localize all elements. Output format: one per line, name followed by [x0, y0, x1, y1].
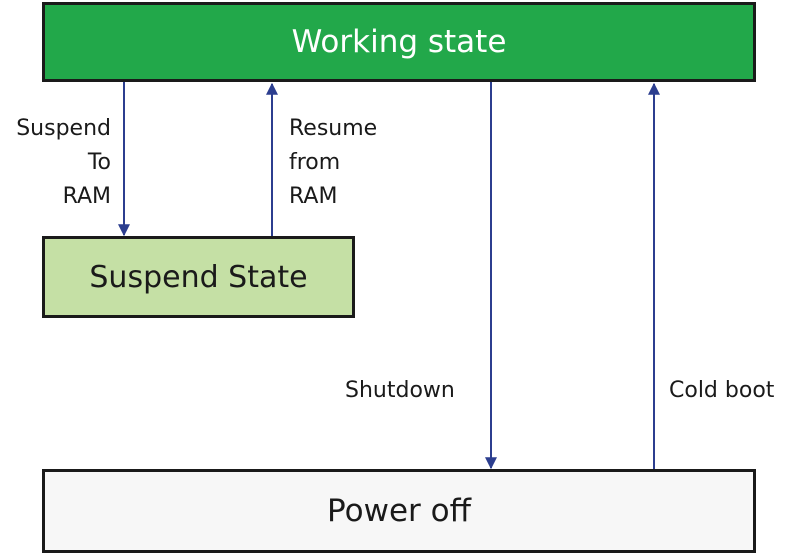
- power-off-box: Power off: [42, 469, 756, 553]
- shutdown-label: Shutdown: [345, 378, 455, 403]
- power-off-label: Power off: [327, 493, 471, 529]
- working-state-box: Working state: [42, 2, 756, 82]
- suspend-state-label: Suspend State: [89, 259, 308, 295]
- working-state-label: Working state: [291, 24, 507, 60]
- resume-from-ram-label: Resume from RAM: [289, 116, 378, 209]
- suspend-to-ram-label: Suspend To RAM: [16, 116, 111, 209]
- cold-boot-label: Cold boot: [669, 378, 775, 403]
- suspend-state-box: Suspend State: [42, 236, 355, 318]
